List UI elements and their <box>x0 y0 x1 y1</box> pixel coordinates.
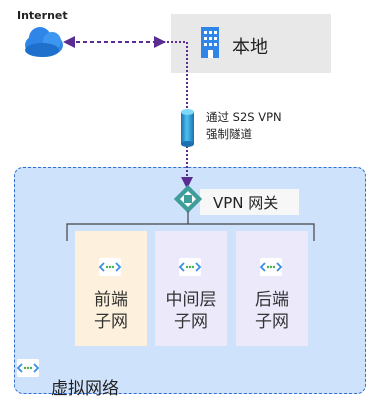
internet-onprem-connection <box>63 36 166 48</box>
cloud-icon <box>25 27 63 57</box>
backend-subnet <box>236 231 308 346</box>
forced-tunnel-label: 通过 S2S VPN 强制隧道 <box>206 109 282 143</box>
frontend-subnet-label-line2: 子网 <box>94 312 128 332</box>
middle-tier-subnet-label: 中间层 子网 <box>155 289 227 333</box>
vpn-gateway-icon <box>173 184 203 214</box>
subnet-bracket <box>66 211 315 241</box>
on-premises-label: 本地 <box>232 37 268 58</box>
middle-tier-subnet-label-line2: 子网 <box>174 312 208 332</box>
backend-subnet-label-line1: 后端 <box>255 290 289 310</box>
backend-subnet-icon <box>259 258 283 276</box>
on-premises-box <box>171 14 331 73</box>
middle-tier-subnet <box>155 231 227 346</box>
virtual-network-label: 虚拟网络 <box>51 379 119 399</box>
forced-tunnel-path <box>163 41 193 189</box>
vpn-gateway-label: VPN 网关 <box>213 194 279 212</box>
middle-tier-subnet-icon <box>178 258 202 276</box>
vpn-gateway-box <box>200 189 299 215</box>
forced-tunnel-label-line1: 通过 S2S VPN <box>206 110 282 124</box>
backend-subnet-label: 后端 子网 <box>236 289 308 333</box>
frontend-subnet-label-line1: 前端 <box>94 290 128 310</box>
middle-tier-subnet-label-line1: 中间层 <box>165 290 217 310</box>
frontend-subnet <box>75 231 147 346</box>
virtual-network-icon <box>16 359 40 377</box>
frontend-subnet-label: 前端 子网 <box>75 289 147 333</box>
backend-subnet-label-line2: 子网 <box>255 312 289 332</box>
frontend-subnet-icon <box>98 258 122 276</box>
forced-tunnel-label-line2: 强制隧道 <box>206 127 252 141</box>
building-icon <box>201 27 219 58</box>
tunnel-cylinder-icon <box>181 109 194 147</box>
internet-label: Internet <box>17 9 68 22</box>
